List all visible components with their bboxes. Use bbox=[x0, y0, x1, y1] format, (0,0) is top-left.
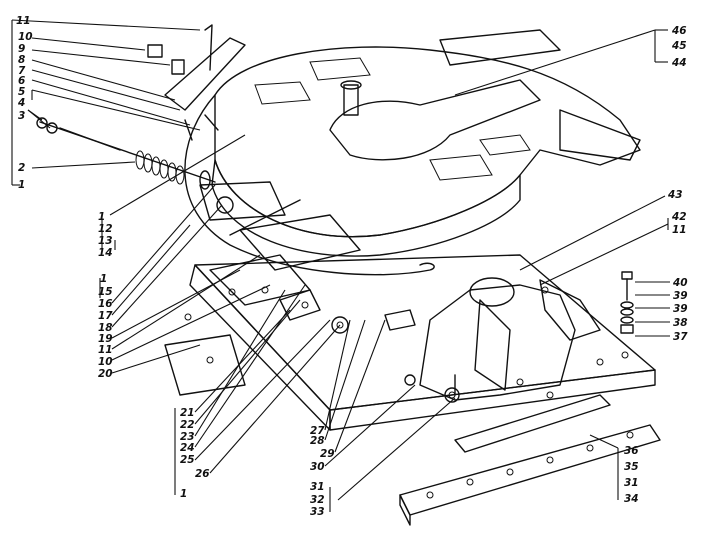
label-27: 27 bbox=[310, 425, 325, 437]
label-25: 25 bbox=[180, 454, 195, 466]
base-frame bbox=[164, 254, 661, 526]
label-37: 37 bbox=[673, 331, 688, 343]
label-33: 33 bbox=[310, 506, 325, 518]
label-1-c: 1 bbox=[100, 273, 107, 285]
saddle-plate bbox=[211, 29, 641, 257]
label-11-mid: 11 bbox=[98, 344, 113, 356]
label-21: 21 bbox=[180, 407, 195, 419]
label-26: 26 bbox=[195, 468, 210, 480]
label-7: 7 bbox=[18, 65, 26, 77]
label-1-d: 1 bbox=[180, 488, 187, 500]
label-34: 34 bbox=[624, 493, 639, 505]
label-1-a: 1 bbox=[18, 179, 25, 191]
label-31-right: 31 bbox=[624, 477, 639, 489]
label-11-right: 11 bbox=[672, 224, 687, 236]
upper-left-hardware bbox=[147, 24, 246, 141]
label-36: 36 bbox=[624, 445, 639, 457]
label-12: 12 bbox=[98, 223, 113, 235]
label-42: 42 bbox=[671, 211, 687, 223]
label-39-b: 39 bbox=[673, 303, 688, 315]
label-24: 24 bbox=[180, 442, 195, 454]
label-38: 38 bbox=[673, 317, 688, 329]
label-44: 44 bbox=[671, 57, 687, 69]
label-8: 8 bbox=[18, 54, 25, 66]
label-18: 18 bbox=[98, 322, 113, 334]
label-2: 2 bbox=[18, 162, 25, 174]
label-32: 32 bbox=[310, 494, 325, 506]
label-46: 46 bbox=[671, 25, 687, 37]
label-22: 22 bbox=[180, 419, 195, 431]
label-10: 10 bbox=[18, 31, 33, 43]
label-39-a: 39 bbox=[673, 290, 688, 302]
label-20: 20 bbox=[98, 368, 113, 380]
lock-mechanism bbox=[199, 181, 416, 334]
leader-lines bbox=[11, 19, 670, 512]
label-35: 35 bbox=[624, 461, 639, 473]
label-1-b: 1 bbox=[98, 211, 105, 223]
label-43: 43 bbox=[667, 189, 683, 201]
label-31: 31 bbox=[310, 481, 325, 493]
label-11-top: 11 bbox=[16, 15, 31, 27]
label-40: 40 bbox=[672, 277, 688, 289]
label-9: 9 bbox=[18, 43, 25, 55]
label-29: 29 bbox=[320, 448, 335, 460]
label-14: 14 bbox=[98, 247, 113, 259]
label-19: 19 bbox=[98, 333, 113, 345]
label-17: 17 bbox=[98, 310, 113, 322]
label-28: 28 bbox=[310, 435, 325, 447]
label-10-mid: 10 bbox=[98, 356, 113, 368]
label-6: 6 bbox=[18, 75, 25, 87]
label-45: 45 bbox=[671, 40, 687, 52]
label-3: 3 bbox=[18, 110, 25, 122]
label-4: 4 bbox=[17, 97, 25, 109]
label-15: 15 bbox=[98, 286, 113, 298]
bolt-stack bbox=[620, 271, 634, 334]
label-13: 13 bbox=[98, 235, 113, 247]
label-5: 5 bbox=[18, 86, 25, 98]
right-support-bracket bbox=[404, 277, 601, 403]
label-23: 23 bbox=[180, 431, 195, 443]
label-30: 30 bbox=[310, 461, 325, 473]
label-16: 16 bbox=[98, 298, 113, 310]
release-cable bbox=[184, 94, 435, 276]
part-labels: 11 10 9 8 7 6 5 4 3 2 1 1 12 13 14 1 15 … bbox=[16, 15, 688, 518]
tension-rod bbox=[36, 117, 216, 190]
